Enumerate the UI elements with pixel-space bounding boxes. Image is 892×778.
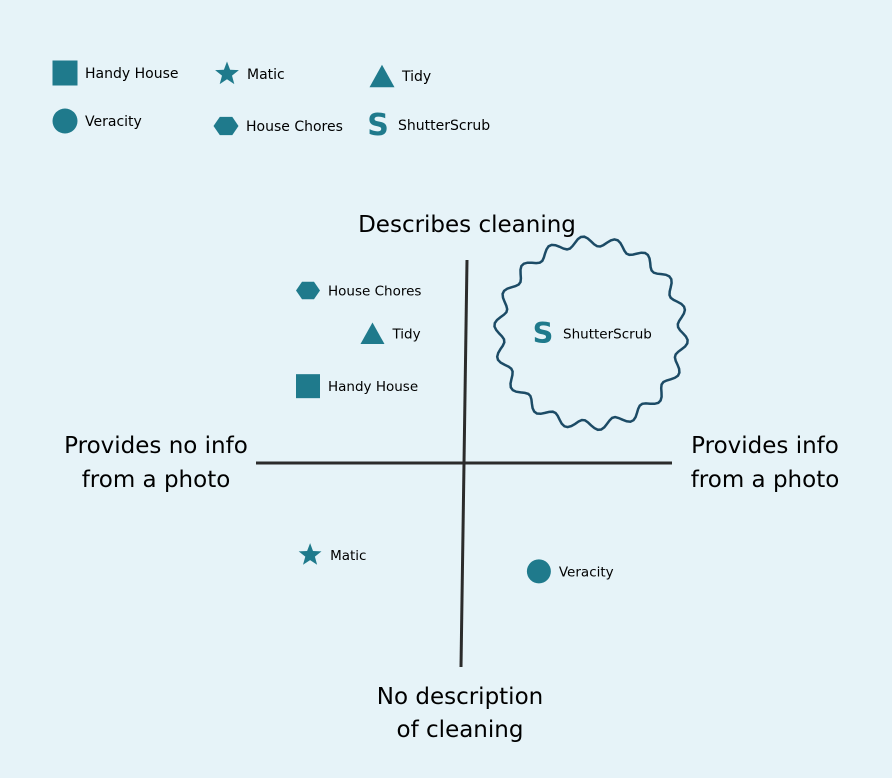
legend-item-handy-house: Handy House — [52, 60, 178, 86]
point-label-shutterscrub: ShutterScrub — [563, 326, 652, 342]
axis-label-left-line1: Provides no info — [64, 433, 248, 459]
legend-shutterscrub-s-marker: S — [367, 108, 389, 143]
legend-label-house-chores: House Chores — [246, 119, 343, 135]
point-label-veracity: Veracity — [559, 564, 614, 580]
axis-label-top: Describes cleaning — [358, 212, 576, 238]
point-matic-star-marker — [298, 543, 322, 565]
legend-matic-star-marker — [215, 61, 239, 85]
point-veracity: Veracity — [526, 559, 614, 584]
point-label-tidy: Tidy — [391, 326, 420, 342]
axis-label-left-line2: from a photo — [82, 467, 231, 493]
highlight-wavy-circle — [493, 235, 689, 432]
legend-label-veracity: Veracity — [85, 114, 142, 130]
legend-item-veracity: Veracity — [52, 108, 142, 134]
legend-house-chores-hexagon-marker — [213, 116, 239, 136]
axis-label-bottom-line2: of cleaning — [397, 717, 524, 743]
point-veracity-circle-marker — [526, 559, 551, 584]
point-tidy: Tidy — [360, 322, 421, 345]
legend-label-handy-house: Handy House — [85, 66, 178, 82]
point-tidy-triangle-marker — [360, 322, 385, 345]
point-shutterscrub: S ShutterScrub — [493, 235, 689, 432]
legend-handy-house-square-marker — [52, 60, 78, 86]
point-house-chores: House Chores — [296, 281, 421, 300]
point-house-chores-hexagon-marker — [296, 281, 320, 300]
legend-item-tidy: Tidy — [369, 64, 431, 88]
legend-item-shutterscrub: S ShutterScrub — [367, 108, 490, 143]
legend-veracity-circle-marker — [52, 108, 78, 134]
point-handy-house: Handy House — [296, 374, 418, 399]
point-shutterscrub-s-marker: S — [533, 316, 554, 350]
point-label-house-chores: House Chores — [328, 284, 421, 300]
legend-item-house-chores: House Chores — [213, 116, 343, 136]
axis-label-right-line2: from a photo — [691, 467, 840, 493]
legend-item-matic: Matic — [215, 61, 285, 85]
legend-label-shutterscrub: ShutterScrub — [398, 118, 490, 134]
axis-label-bottom-line1: No description — [377, 684, 543, 710]
point-matic: Matic — [298, 543, 366, 565]
legend-tidy-triangle-marker — [369, 64, 395, 88]
point-label-handy-house: Handy House — [328, 379, 418, 395]
point-label-matic: Matic — [330, 548, 366, 564]
legend-label-matic: Matic — [247, 67, 285, 83]
point-handy-house-square-marker — [296, 374, 320, 399]
axis-label-right-line1: Provides info — [691, 433, 839, 459]
legend-label-tidy: Tidy — [401, 69, 431, 85]
